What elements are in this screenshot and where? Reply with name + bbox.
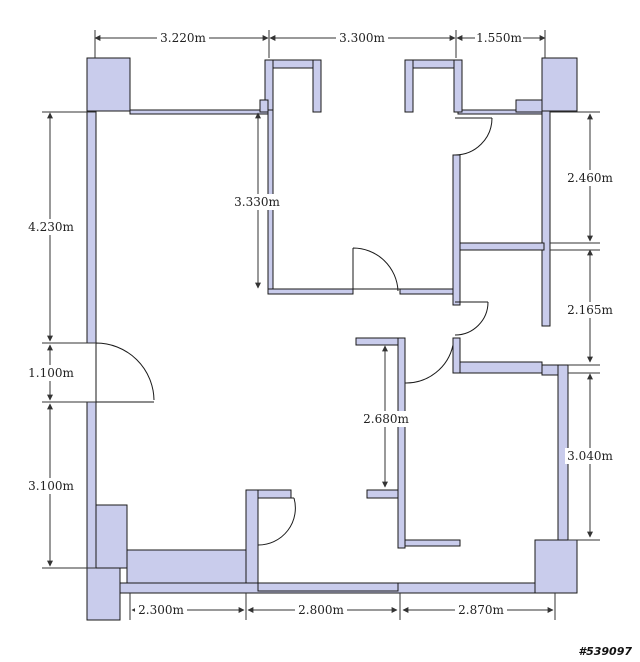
wall-right-upper xyxy=(541,110,551,327)
door-top-right xyxy=(454,117,493,156)
room-wall-bottom-b xyxy=(399,288,459,295)
dim-bottom-1: 2.300m xyxy=(138,603,184,617)
nub-top-right xyxy=(515,99,543,113)
door-lower-room xyxy=(257,497,296,546)
bath-divider xyxy=(459,242,545,251)
dim-inner-2: 2.680m xyxy=(363,412,409,426)
column-bottom-right xyxy=(534,539,578,594)
lower-room-top-b xyxy=(366,489,399,499)
dim-right-2: 2.165m xyxy=(567,303,613,317)
corridor-stub xyxy=(355,337,405,346)
column-top-right xyxy=(541,57,578,112)
lower-room-left xyxy=(245,489,259,586)
dim-left-2: 1.100m xyxy=(28,366,74,380)
room-pillar-right-b xyxy=(453,59,463,113)
room-wall-right xyxy=(452,154,461,306)
dim-right-1: 2.460m xyxy=(567,171,613,185)
walls xyxy=(86,57,578,621)
column-top-left xyxy=(86,57,131,112)
wall-bottom-mid xyxy=(257,582,399,592)
dim-bottom-3: 2.870m xyxy=(458,603,504,617)
small-wall-nub xyxy=(259,99,269,113)
column-lower-left xyxy=(94,504,128,569)
door-bath-right xyxy=(454,301,489,336)
wall-left-lower xyxy=(86,401,97,569)
column-bottom-left xyxy=(86,567,121,621)
dim-left-1: 4.230m xyxy=(28,220,74,234)
dimension-labels: 3.220m 3.300m 1.550m 4.230m 1.100m 3.100… xyxy=(26,30,615,617)
room-top-wall-right xyxy=(404,59,463,69)
door-corridor xyxy=(404,344,454,384)
dim-bottom-2: 2.800m xyxy=(298,603,344,617)
dim-top-1: 3.220m xyxy=(160,31,206,45)
watermark: #539097 xyxy=(578,645,632,658)
room-pillar-left-b xyxy=(312,59,322,113)
dim-right-3: 3.040m xyxy=(567,449,613,463)
dim-top-3: 1.550m xyxy=(476,31,522,45)
room-pillar-right-a xyxy=(404,59,414,113)
door-upper-room xyxy=(352,247,400,292)
wall-left-upper xyxy=(86,110,97,344)
doors xyxy=(95,117,493,546)
corridor-wall-lower xyxy=(397,337,406,549)
dim-left-3: 3.100m xyxy=(28,479,74,493)
bath-bottom-wall xyxy=(452,361,543,374)
door-entry xyxy=(95,342,155,403)
bath-left-stub xyxy=(452,337,461,374)
dim-inner-1: 3.330m xyxy=(234,195,280,209)
wall-bottom-left xyxy=(126,549,247,586)
wall-top-left xyxy=(129,109,269,115)
room-wall-bottom-a xyxy=(267,288,354,295)
bedroom-bottom-wall xyxy=(404,539,461,547)
dim-top-2: 3.300m xyxy=(339,31,385,45)
